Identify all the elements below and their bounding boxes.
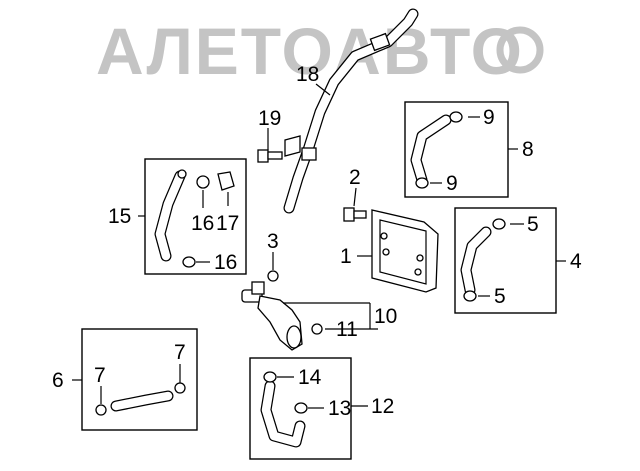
tube-18 xyxy=(283,8,419,214)
clamp-7-left xyxy=(95,404,107,416)
clamp-9-upper xyxy=(449,111,463,123)
clamp-16-lower xyxy=(182,256,196,268)
tube-18-bracket xyxy=(284,135,301,157)
callout-18: 18 xyxy=(296,63,319,86)
callout-7-right: 7 xyxy=(174,341,186,364)
callout-15: 15 xyxy=(108,205,131,228)
hose-4 xyxy=(460,226,492,296)
tube-18-clip xyxy=(369,32,391,52)
clamp-16-upper xyxy=(196,175,210,189)
callout-2: 2 xyxy=(349,166,361,189)
clamp-7-right xyxy=(174,382,186,394)
callout-5-upper: 5 xyxy=(527,213,539,236)
box-hose-12 xyxy=(249,357,352,460)
hose-12 xyxy=(260,380,306,448)
callout-16-upper: 16 xyxy=(191,212,214,235)
clamp-13 xyxy=(294,402,308,414)
bolt-19 xyxy=(257,149,283,163)
callout-4: 4 xyxy=(570,250,582,273)
watermark-text: АЛЕТОАВТО xyxy=(96,14,524,88)
callout-9-lower: 9 xyxy=(446,172,458,195)
hose-15-end xyxy=(177,169,187,179)
callout-1: 1 xyxy=(340,245,352,268)
oil-cooler-port xyxy=(414,268,422,276)
hose-15 xyxy=(154,169,187,262)
leader-lines xyxy=(72,83,566,409)
callout-7-left: 7 xyxy=(94,364,106,387)
callout-6: 6 xyxy=(52,369,64,392)
bolt-19-shank xyxy=(267,151,283,160)
callout-8: 8 xyxy=(522,138,534,161)
oil-cooler-1 xyxy=(371,209,439,293)
callout-16-lower: 16 xyxy=(214,251,237,274)
bolt-2-shank xyxy=(353,210,367,219)
clamp-17 xyxy=(217,171,235,191)
o-ring-11 xyxy=(311,323,323,335)
housing-10-outlet xyxy=(286,325,302,349)
bolt-2 xyxy=(343,207,367,222)
callout-12: 12 xyxy=(371,395,394,418)
callout-10: 10 xyxy=(374,305,397,328)
housing-10 xyxy=(241,281,303,351)
callout-14: 14 xyxy=(298,366,322,389)
clamp-14 xyxy=(263,371,277,383)
watermark: АЛЕТОАВТО xyxy=(96,14,544,88)
housing-10-cap xyxy=(251,281,265,295)
callouts: 18 19 2 1 3 10 11 9 9 8 5 5 4 15 16 17 1… xyxy=(52,63,582,420)
callout-9-upper: 9 xyxy=(483,106,495,129)
tube-18-collar xyxy=(301,147,317,161)
oil-cooler-face xyxy=(379,219,427,285)
oil-cooler-port xyxy=(416,254,424,262)
clamp-5-lower xyxy=(463,290,477,302)
watermark-ring xyxy=(496,26,544,74)
oil-cooler-port xyxy=(382,248,390,256)
callout-17: 17 xyxy=(216,212,239,235)
bolt-19-head xyxy=(257,149,269,163)
oil-cooler-body xyxy=(371,209,439,293)
callout-5-lower: 5 xyxy=(494,285,506,308)
o-ring-3 xyxy=(267,270,279,282)
callout-11: 11 xyxy=(336,318,358,341)
hose-8 xyxy=(410,114,452,186)
callout-13: 13 xyxy=(328,397,351,420)
oil-cooler-port xyxy=(380,232,388,240)
callout-19: 19 xyxy=(258,107,281,130)
bolt-2-head xyxy=(343,207,355,222)
clamp-9-lower xyxy=(415,177,429,189)
clamp-5-upper xyxy=(492,218,506,230)
callout-3: 3 xyxy=(267,230,279,253)
hose-6 xyxy=(110,390,174,412)
